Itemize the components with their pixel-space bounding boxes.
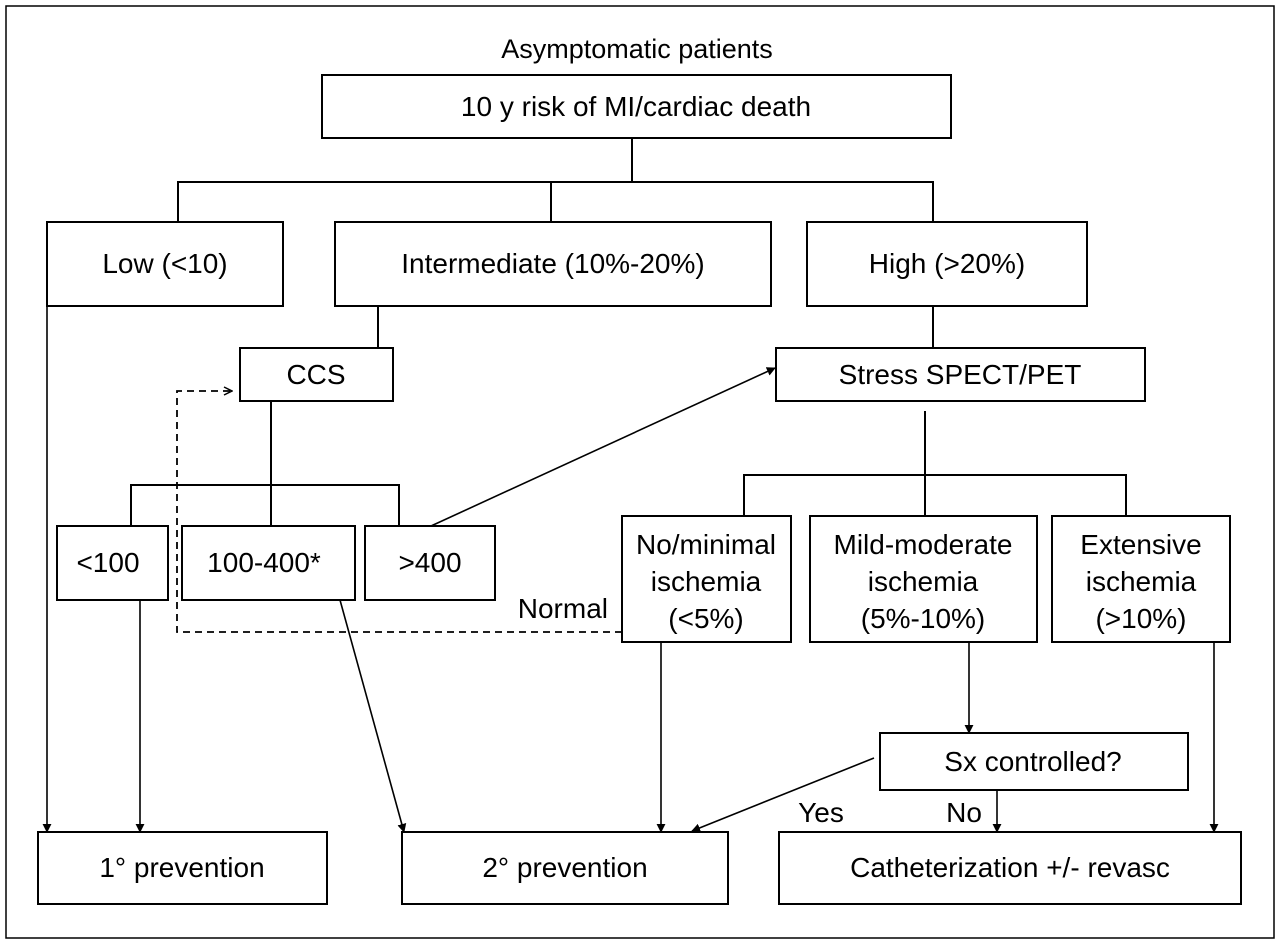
ischemia-extensive-line3: (>10%) (1095, 603, 1186, 634)
risk-intermediate-node: Intermediate (10%-20%) (334, 221, 772, 307)
normal-label: Normal (518, 593, 608, 624)
root-node: 10 y risk of MI/cardiac death (321, 74, 952, 139)
risk-low-node: Low (<10) (46, 221, 284, 307)
ischemia-mild-line3: (5%-10%) (861, 603, 985, 634)
ischemia-extensive-node: Extensive ischemia (>10%) (1051, 515, 1231, 643)
no-label: No (946, 797, 982, 828)
risk-high-node: High (>20%) (806, 221, 1088, 307)
primary-prevention-node: 1° prevention (37, 831, 328, 905)
ischemia-none-line1: No/minimal (636, 529, 776, 560)
ischemia-extensive-line2: ischemia (1086, 566, 1197, 597)
ccs-lt100-node: <100 (56, 525, 169, 601)
stress-test-node: Stress SPECT/PET (775, 347, 1146, 402)
connectors (42, 138, 1219, 833)
ischemia-none-node: No/minimal ischemia (<5%) (621, 515, 792, 643)
yes-label: Yes (798, 797, 844, 828)
ischemia-extensive-line1: Extensive (1080, 529, 1201, 560)
risk-intermediate-label: Intermediate (10%-20%) (401, 248, 704, 279)
ccs-mid-label: 100-400* (207, 547, 321, 578)
catheterization-node: Catheterization +/- revasc (778, 831, 1242, 905)
sx-controlled-label: Sx controlled? (944, 746, 1121, 777)
root-node-label: 10 y risk of MI/cardiac death (461, 91, 811, 122)
ischemia-mild-line2: ischemia (868, 566, 979, 597)
sx-controlled-node: Sx controlled? (879, 732, 1189, 791)
risk-high-label: High (>20%) (869, 248, 1025, 279)
catheterization-label: Catheterization +/- revasc (850, 852, 1170, 883)
ccs-label: CCS (286, 359, 345, 390)
risk-low-label: Low (<10) (102, 248, 227, 279)
ccs-mid-node: 100-400* (181, 525, 356, 601)
ischemia-mild-line1: Mild-moderate (834, 529, 1013, 560)
outer-frame (5, 5, 1275, 939)
secondary-prevention-node: 2° prevention (401, 831, 729, 905)
stress-test-label: Stress SPECT/PET (839, 359, 1082, 390)
ischemia-mild-node: Mild-moderate ischemia (5%-10%) (809, 515, 1038, 643)
secondary-prevention-label: 2° prevention (482, 852, 647, 883)
ccs-lt100-label: <100 (76, 547, 139, 578)
ccs-gt400-node: >400 (364, 525, 496, 601)
ccs-gt400-label: >400 (398, 547, 461, 578)
ischemia-none-line2: ischemia (651, 566, 762, 597)
primary-prevention-label: 1° prevention (99, 852, 264, 883)
ccs-node: CCS (239, 347, 394, 402)
ischemia-none-line3: (<5%) (668, 603, 743, 634)
diagram-title: Asymptomatic patients (501, 34, 773, 64)
